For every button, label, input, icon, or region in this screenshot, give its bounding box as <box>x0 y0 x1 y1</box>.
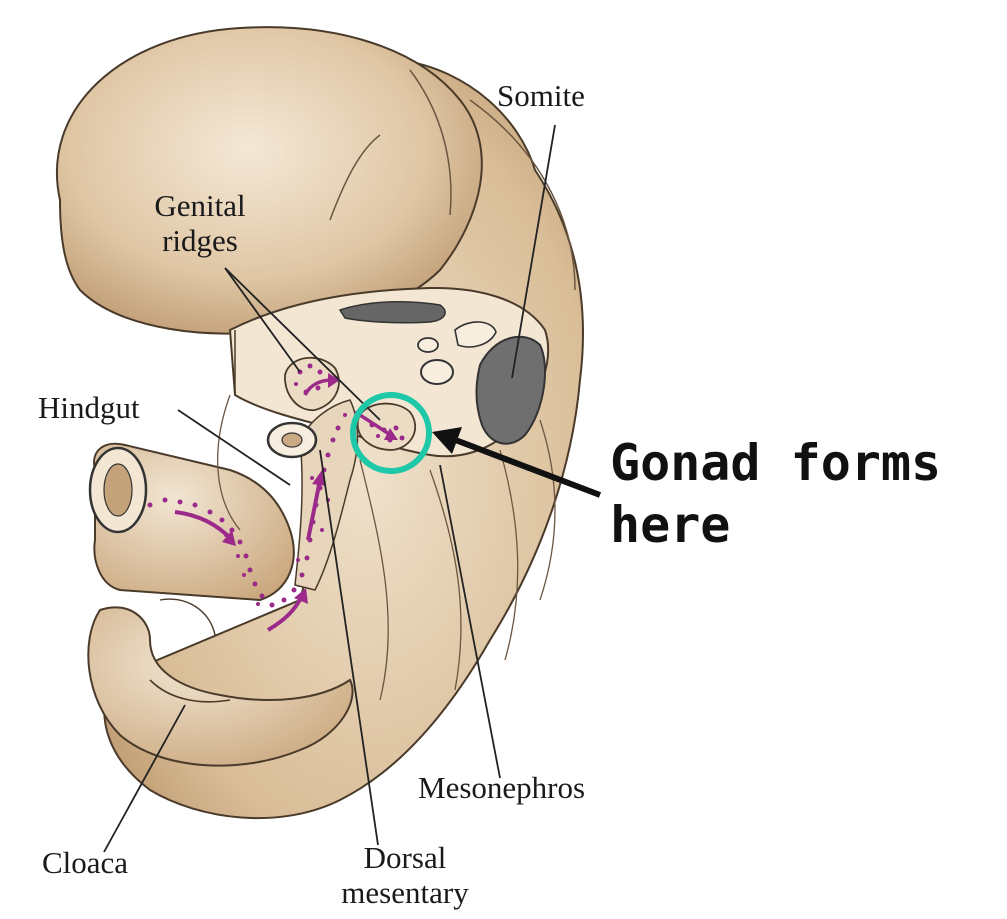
label-genital-ridges-line2: ridges <box>140 223 260 258</box>
cloaca-inner <box>160 599 215 635</box>
gonad-callout-text: Gonad forms here <box>610 432 941 556</box>
label-dorsal-mesentary-line1: Dorsal <box>330 840 480 875</box>
notochord-shape <box>421 360 453 384</box>
label-hindgut-text: Hindgut <box>38 390 140 425</box>
label-genital-ridges-line1: Genital <box>140 188 260 223</box>
label-cloaca: Cloaca <box>42 845 128 880</box>
label-genital-ridges: Genital ridges <box>140 188 260 258</box>
yolk-stalk-opening-inner <box>104 464 132 516</box>
gonad-callout-line2: here <box>610 494 941 556</box>
hindgut-lumen <box>282 433 302 447</box>
label-hindgut: Hindgut <box>38 390 140 425</box>
gonad-callout-line1: Gonad forms <box>610 432 941 494</box>
label-somite: Somite <box>497 78 585 113</box>
aorta-shape <box>418 338 438 352</box>
label-dorsal-mesentary: Dorsal mesentary <box>330 840 480 910</box>
label-dorsal-mesentary-line2: mesentary <box>330 875 480 910</box>
label-mesonephros-text: Mesonephros <box>418 770 585 805</box>
label-mesonephros: Mesonephros <box>418 770 585 805</box>
label-cloaca-text: Cloaca <box>42 845 128 880</box>
label-somite-text: Somite <box>497 78 585 113</box>
